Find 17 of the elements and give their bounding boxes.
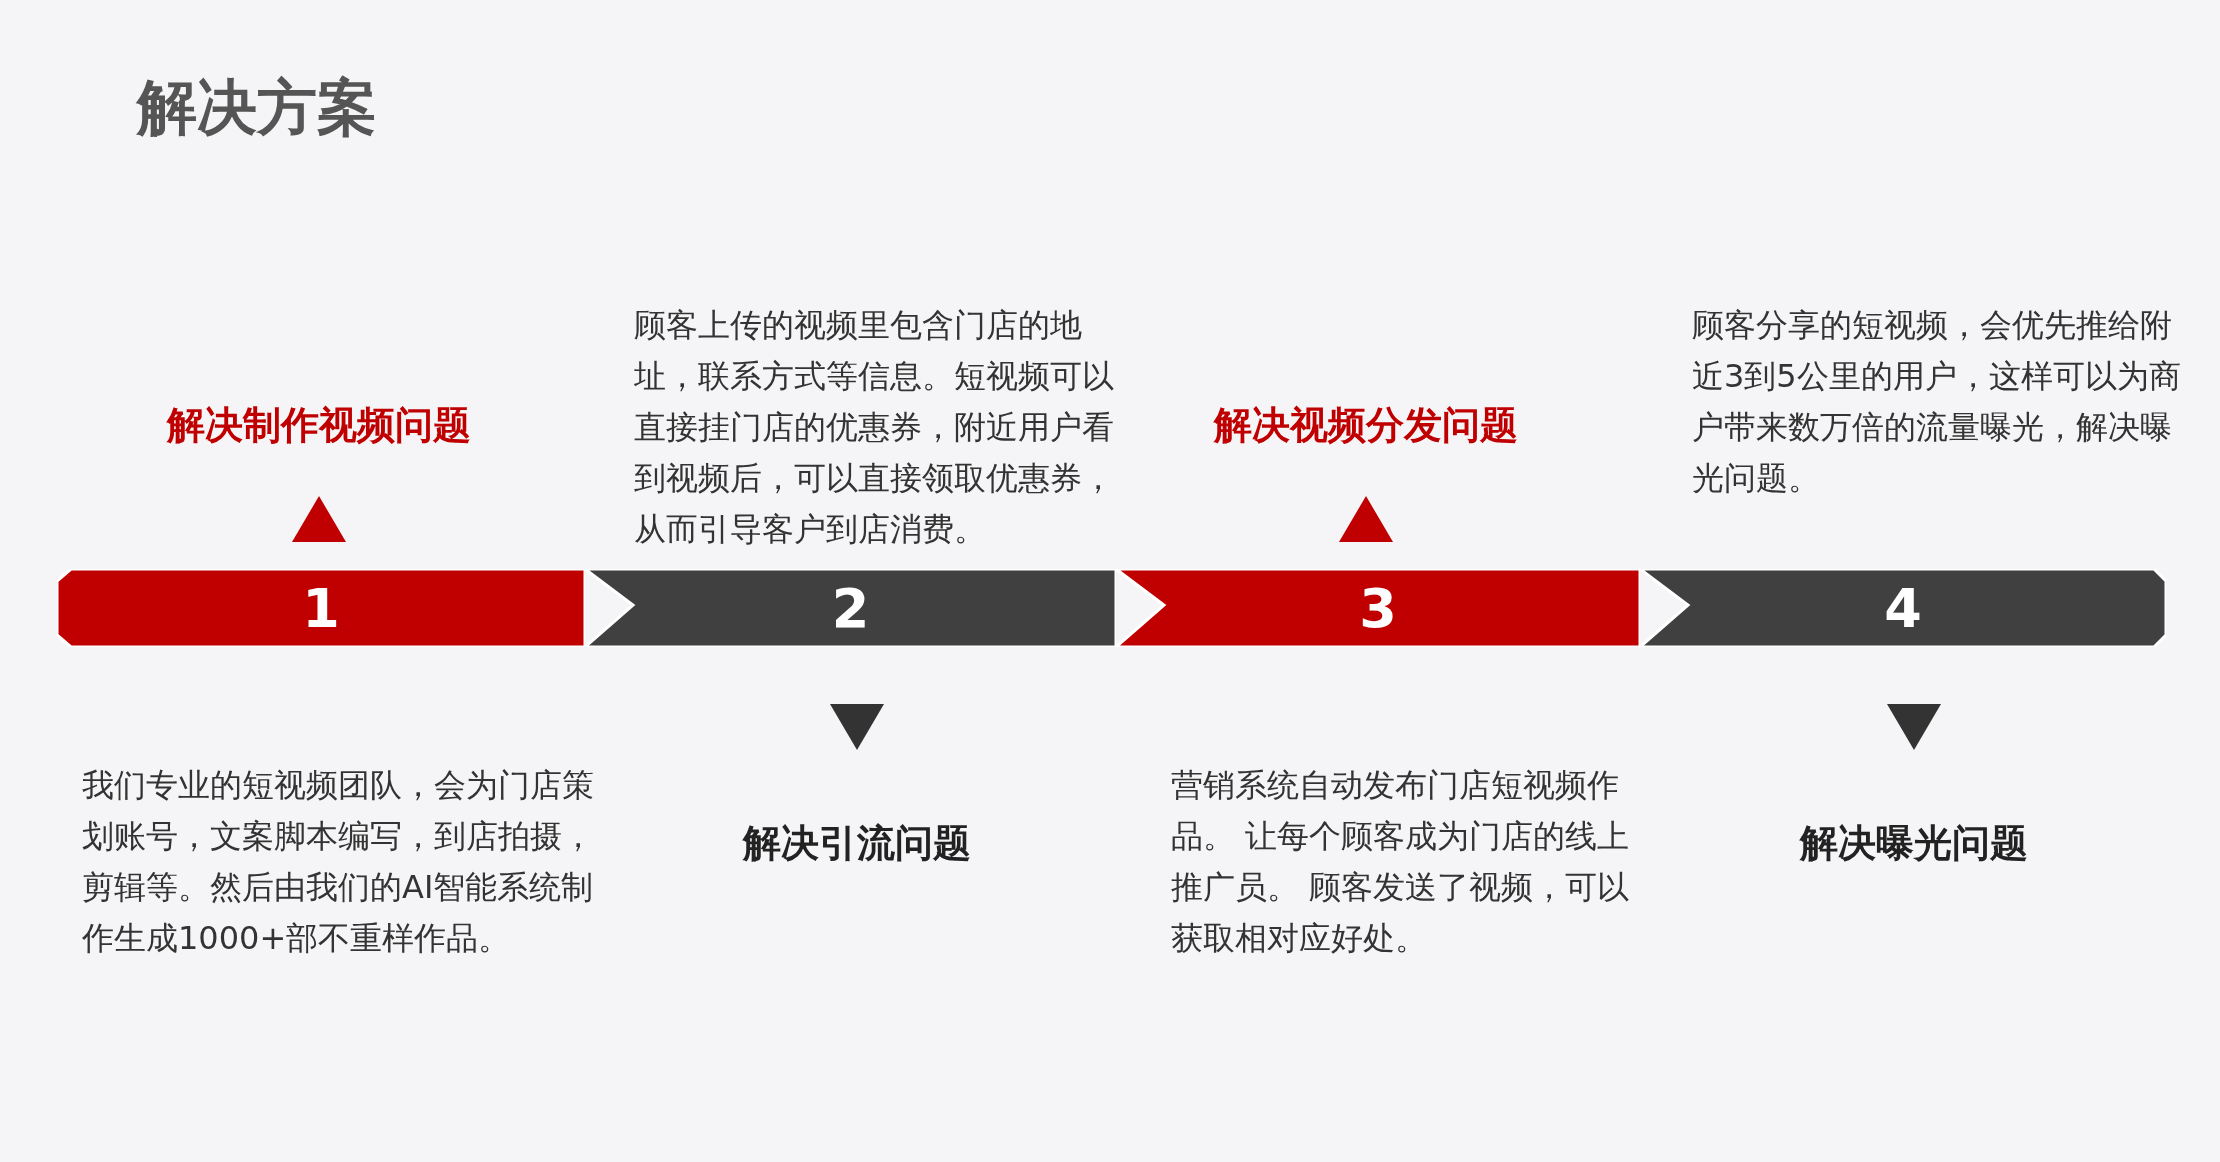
step-number: 4 — [1883, 575, 1923, 642]
step-number: 1 — [301, 575, 341, 642]
timeline-segment — [1116, 569, 1640, 647]
timeline-segment — [1640, 569, 2166, 647]
step-number: 3 — [1358, 575, 1398, 642]
step-description: 顾客上传的视频里包含门店的地址，联系方式等信息。短视频可以直接挂门店的优惠券，附近用户看到视频后，可以直接领取优惠券，从而引导客户到店消费。 — [634, 305, 1115, 550]
step-heading: 解决视频分发问题 — [1212, 402, 1519, 449]
step-description: 我们专业的短视频团队，会为门店策划账号，文案脚本编写，到店拍摄，剪辑等。然后由我们的AI智能系统制作生成1000+部不重样作品。 — [82, 765, 595, 959]
step-heading: 解决引流问题 — [741, 820, 972, 867]
step-description: 顾客分享的短视频，会优先推给附近3到5公里的用户，这样可以为商户带来数万倍的流量曝光，解决曝光问题。 — [1692, 305, 2182, 499]
step-heading: 解决制作视频问题 — [165, 402, 472, 449]
timeline-segment — [57, 569, 585, 647]
step-heading: 解决曝光问题 — [1798, 820, 2029, 867]
step-number: 2 — [830, 575, 871, 642]
slide-title: 解决方案 — [137, 71, 377, 144]
step-description: 营销系统自动发布门店短视频作品。 让每个顾客成为门店的线上推广员。 顾客发送了视频，可以获取相对应好处。 — [1171, 765, 1631, 959]
timeline-segment — [585, 569, 1116, 647]
